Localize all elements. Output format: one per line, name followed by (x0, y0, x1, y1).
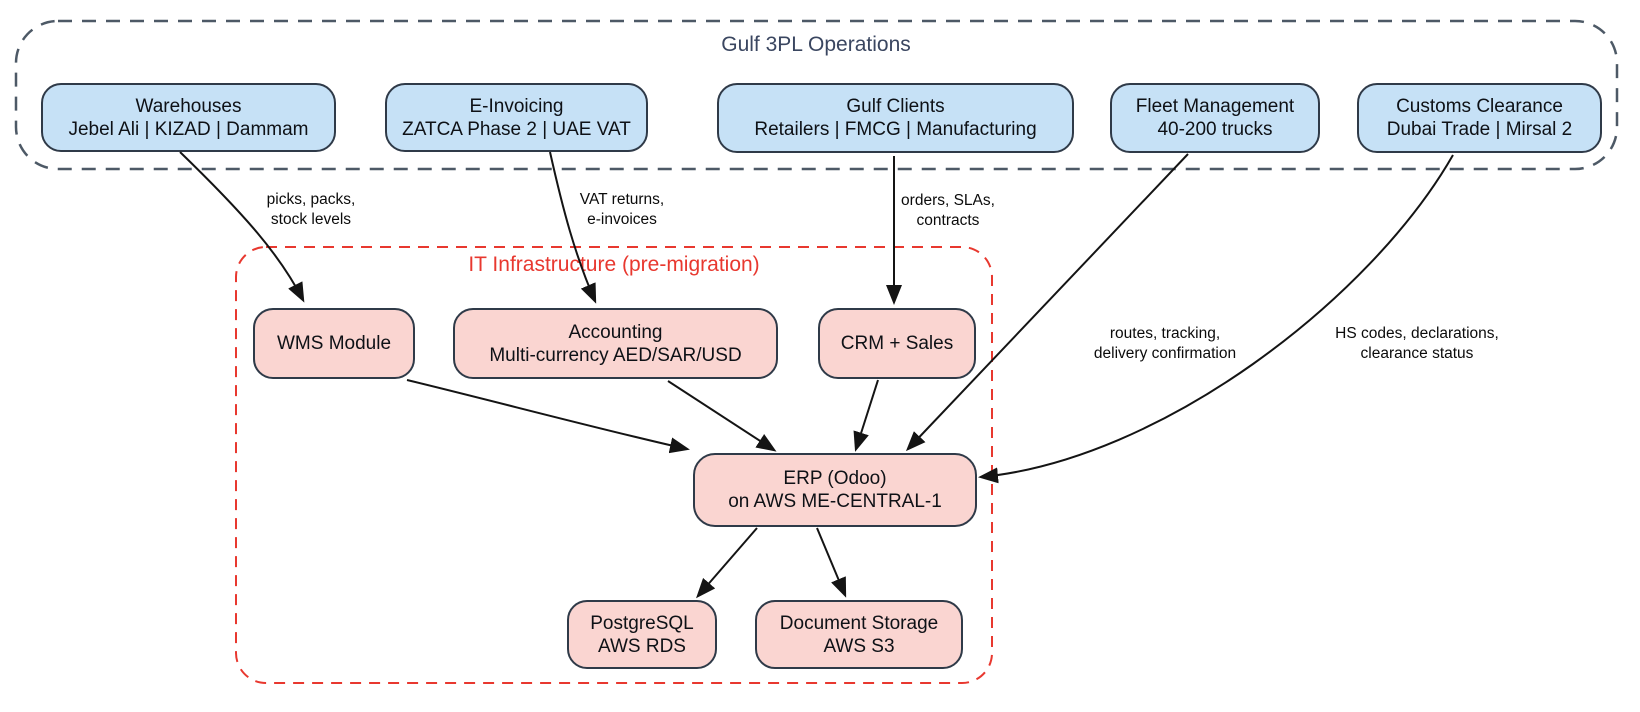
edge-label-vat-line2: e-invoices (587, 211, 657, 228)
edge-customs-to-erp (978, 154, 1454, 484)
node-e-invoicing-title: E-Invoicing (469, 95, 564, 117)
node-wms-module-title: WMS Module (276, 333, 392, 354)
edge-label-routes-line2: delivery confirmation (1093, 345, 1237, 362)
edge-label-hs-line1: HS codes, declarations, (1335, 325, 1499, 342)
edge-label-orders-slas: orders, SLAs, contracts (901, 191, 995, 231)
gulf-operations-title: Gulf 3PL Operations (721, 33, 911, 56)
node-postgresql: PostgreSQL AWS RDS (567, 600, 717, 669)
node-e-invoicing-subtitle: ZATCA Phase 2 | UAE VAT (402, 118, 631, 140)
node-fleet-management-subtitle: 40-200 trucks (1157, 119, 1273, 140)
node-document-storage: Document Storage AWS S3 (755, 600, 963, 669)
node-crm-sales-title: CRM + Sales (840, 333, 954, 354)
node-warehouses: Warehouses Jebel Ali | KIZAD | Dammam (41, 83, 336, 152)
node-warehouses-subtitle: Jebel Ali | KIZAD | Dammam (68, 118, 309, 140)
node-accounting-subtitle: Multi-currency AED/SAR/USD (489, 344, 742, 366)
node-fleet-management-title: Fleet Management (1135, 96, 1295, 117)
it-infrastructure-title: IT Infrastructure (pre-migration) (468, 253, 760, 276)
node-accounting: Accounting Multi-currency AED/SAR/USD (453, 308, 778, 379)
edge-accounting-to-erp (667, 380, 777, 452)
node-fleet-management: Fleet Management 40-200 trucks (1110, 83, 1320, 153)
node-erp-subtitle: on AWS ME-CENTRAL-1 (728, 491, 942, 512)
node-document-storage-title: Document Storage (779, 612, 939, 634)
node-warehouses-title: Warehouses (135, 95, 242, 117)
edge-label-orders-line1: orders, SLAs, (901, 192, 995, 209)
edge-label-vat-returns: VAT returns, e-invoices (580, 190, 664, 230)
edge-erp-to-document-storage (816, 527, 847, 598)
edge-label-routes-line1: routes, tracking, (1109, 325, 1221, 342)
edge-wms-to-erp (406, 379, 690, 454)
edge-label-vat-line1: VAT returns, (579, 191, 665, 208)
node-erp: ERP (Odoo) on AWS ME-CENTRAL-1 (693, 453, 977, 527)
edge-crm-to-erp (853, 379, 879, 452)
node-crm-sales: CRM + Sales (818, 308, 976, 379)
edge-label-picks-line2: stock levels (270, 211, 352, 228)
edge-label-picks-line1: picks, packs, (266, 191, 356, 208)
node-gulf-clients: Gulf Clients Retailers | FMCG | Manufact… (717, 83, 1074, 153)
node-postgresql-subtitle: AWS RDS (598, 635, 686, 657)
edge-label-routes-tracking: routes, tracking, delivery confirmation (1094, 324, 1236, 364)
node-e-invoicing: E-Invoicing ZATCA Phase 2 | UAE VAT (385, 83, 648, 152)
node-erp-title: ERP (Odoo) (783, 468, 887, 489)
node-gulf-clients-title: Gulf Clients (846, 96, 945, 117)
node-gulf-clients-subtitle: Retailers | FMCG | Manufacturing (754, 119, 1037, 140)
node-customs-clearance-title: Customs Clearance (1396, 96, 1563, 117)
node-accounting-title: Accounting (568, 321, 663, 343)
edge-label-orders-line2: contracts (916, 212, 980, 229)
node-customs-clearance-subtitle: Dubai Trade | Mirsal 2 (1386, 119, 1573, 140)
edge-label-picks-packs: picks, packs, stock levels (267, 190, 356, 230)
node-document-storage-subtitle: AWS S3 (823, 635, 895, 657)
node-postgresql-title: PostgreSQL (590, 612, 694, 634)
edge-erp-to-postgresql (696, 527, 758, 599)
node-wms-module: WMS Module (253, 308, 415, 379)
edge-label-hs-line2: clearance status (1360, 345, 1474, 362)
node-customs-clearance: Customs Clearance Dubai Trade | Mirsal 2 (1357, 83, 1602, 153)
edge-label-hs-codes: HS codes, declarations, clearance status (1335, 324, 1499, 364)
